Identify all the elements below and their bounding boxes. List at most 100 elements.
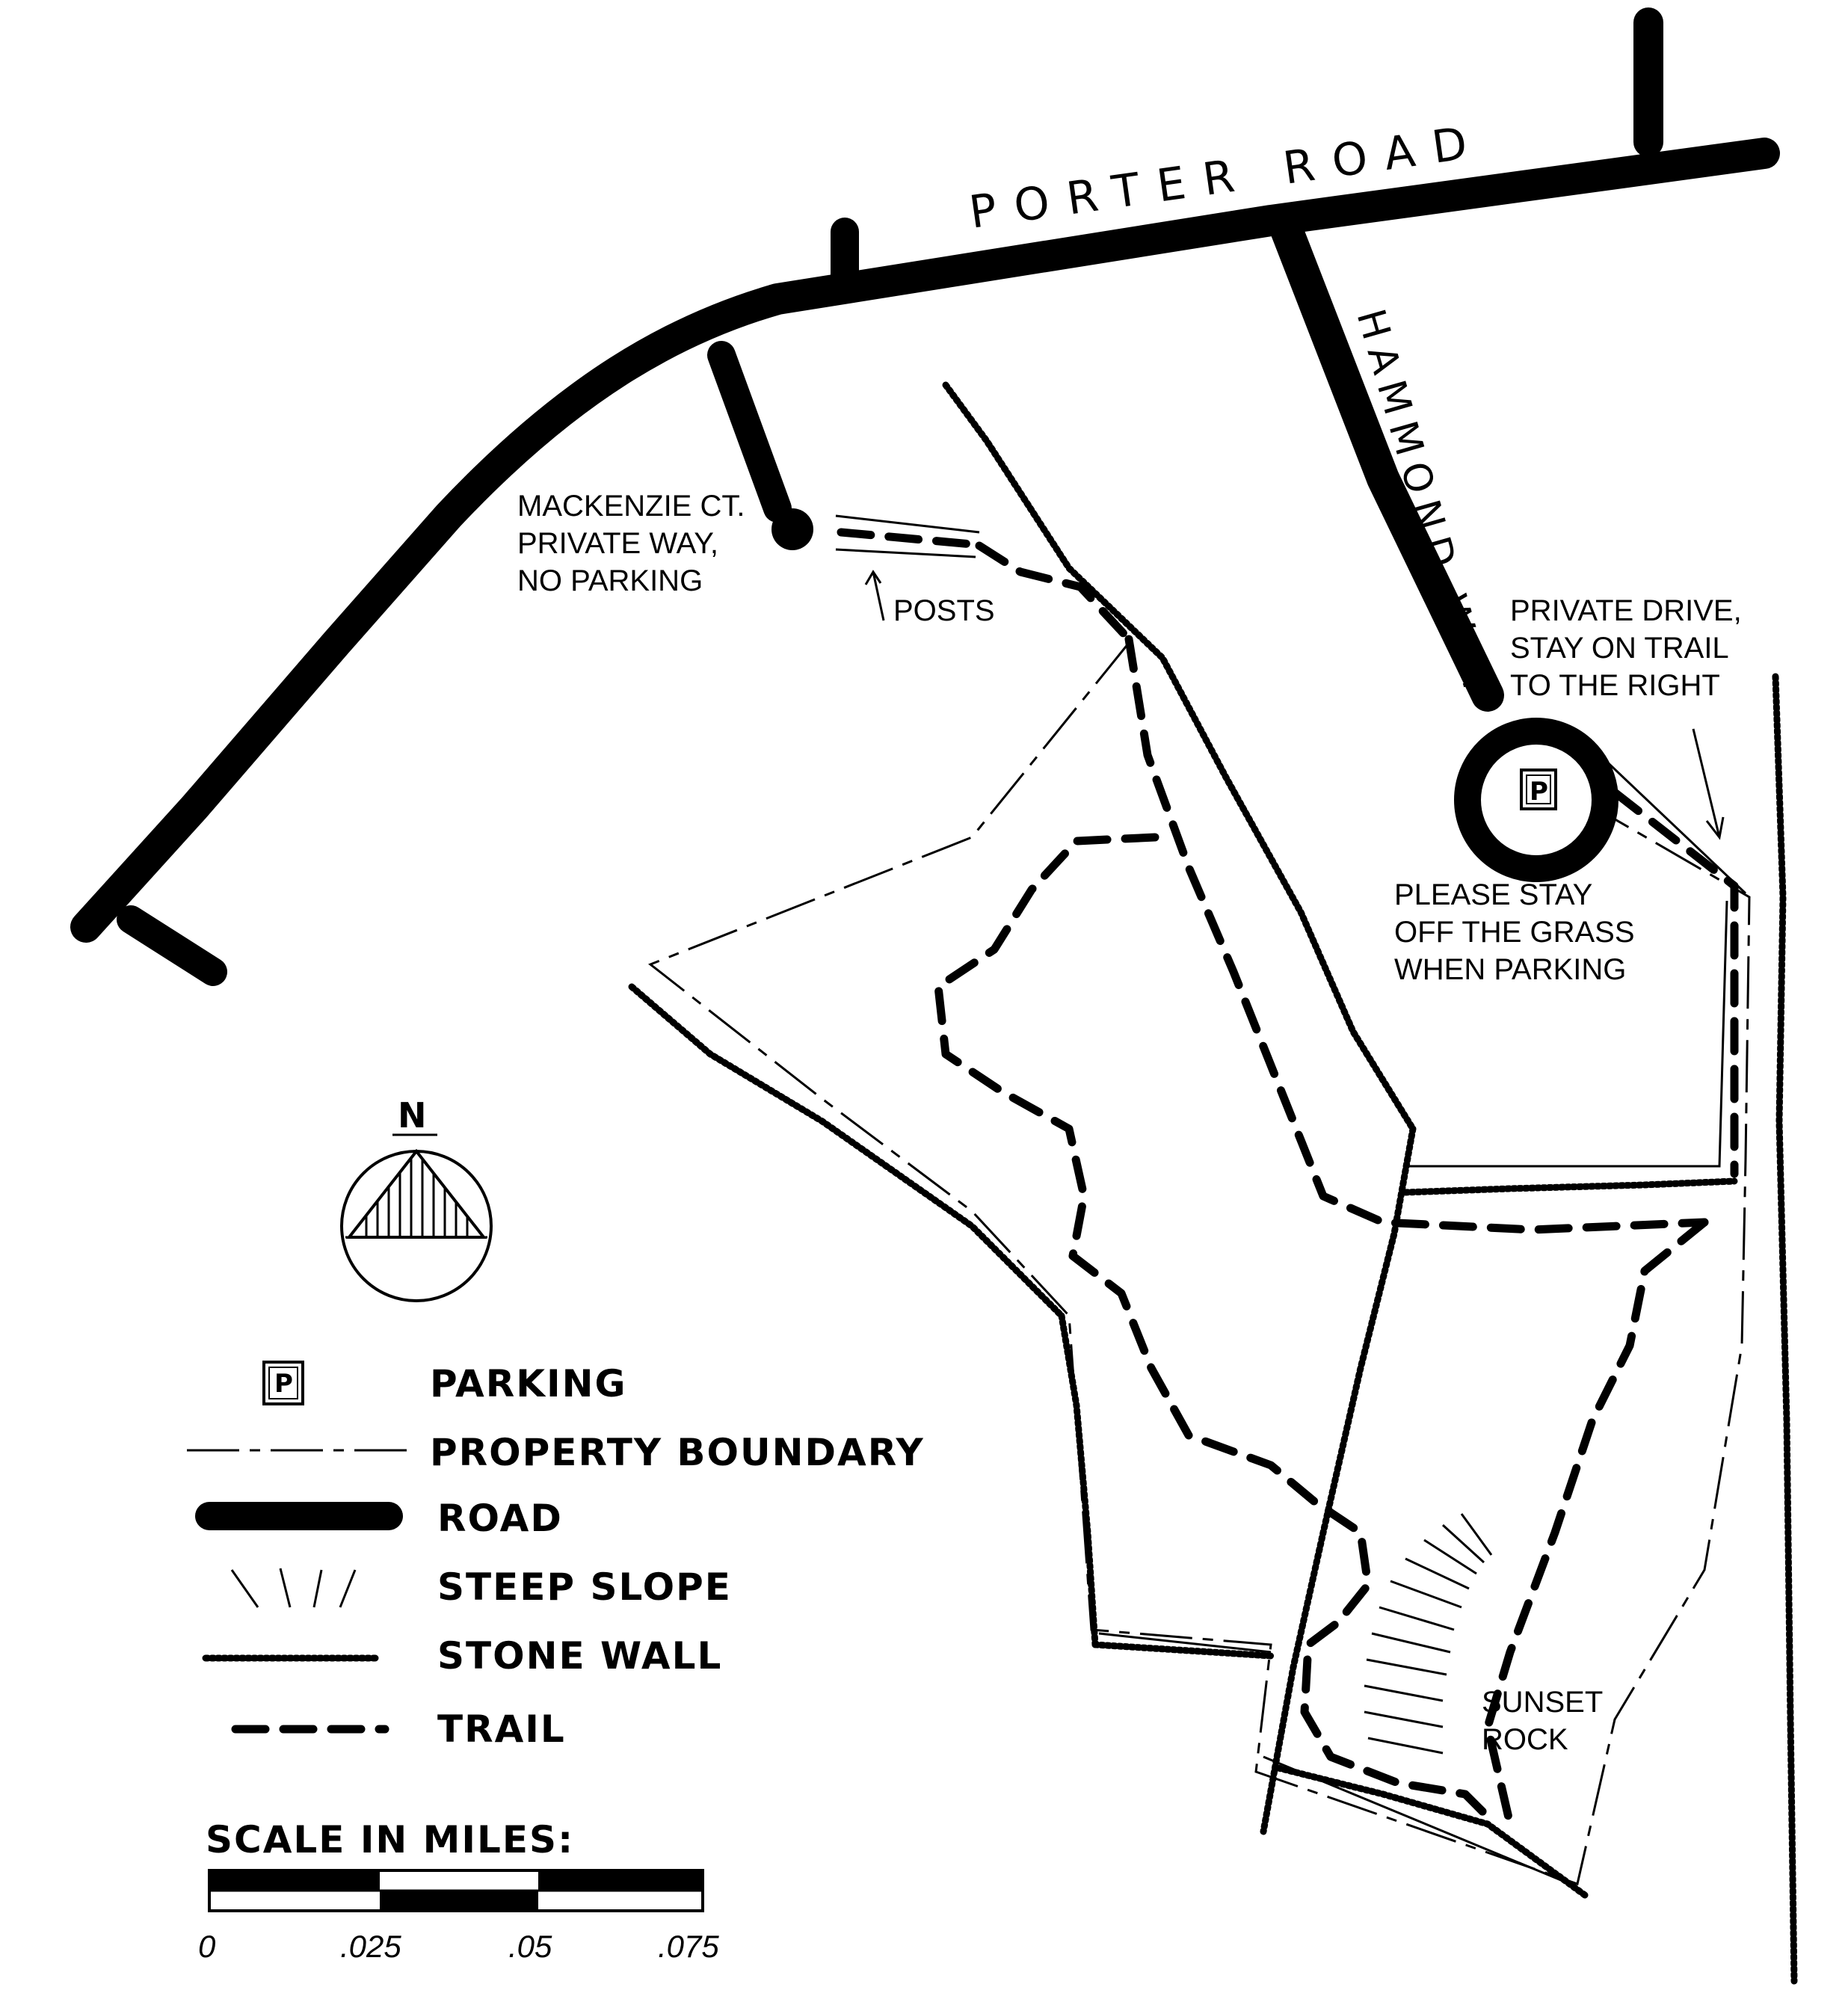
posts-arrowhead (864, 570, 882, 585)
note-private-drive: PRIVATE DRIVE, STAY ON TRAIL TO THE RIGH… (1510, 594, 1742, 702)
parking-icon-inner (1526, 774, 1551, 804)
legend-label-stone-wall: STONE WALL (437, 1634, 722, 1678)
legend-slope-hatch (230, 1569, 259, 1608)
porter-road[interactable] (70, 138, 1780, 943)
stone-wall-west-south (1058, 1312, 1099, 1648)
trail-main-east[interactable] (1124, 635, 1709, 1234)
stone-wall-middle-east-core (1405, 1180, 1735, 1194)
stone-wall-west (628, 983, 1065, 1319)
trail-private-drive[interactable] (1610, 788, 1739, 1178)
post-trail-segment (837, 528, 976, 549)
road-spur-west-end (117, 905, 227, 986)
private-drive-line (1598, 754, 1747, 895)
legend-item-property-boundary: PROPERTY BOUNDARY (187, 1431, 923, 1474)
slope-hatch (1460, 1513, 1493, 1556)
private-drive-arrow (1692, 728, 1721, 838)
steep-slope-sunset-rock (1364, 1513, 1493, 1755)
post-line-bottom (835, 548, 976, 558)
note-stay-off-grass-line-3: WHEN PARKING (1394, 953, 1626, 986)
north-label: N (398, 1095, 427, 1136)
compass-hatch (365, 1159, 469, 1237)
legend-label-steep-slope: STEEP SLOPE (437, 1565, 732, 1609)
scale-tick-025: .025 (340, 1929, 401, 1964)
note-sunset-rock-line-2: ROCK (1482, 1723, 1568, 1756)
legend-label-trail: TRAIL (437, 1707, 566, 1751)
note-stay-off-grass-line-2: OFF THE GRASS (1394, 916, 1635, 949)
slope-hatch (1390, 1580, 1462, 1609)
scale-segment-2-bottom (380, 1891, 538, 1911)
slope-hatch (1371, 1632, 1451, 1654)
trail-entrance[interactable] (975, 541, 1133, 644)
note-posts: POSTS (893, 594, 995, 627)
legend: P PARKING PROPERTY BOUNDARY ROAD STEEP S… (187, 1361, 923, 1751)
scale-segment-3-top (538, 1870, 703, 1891)
boundary-inner-east (1405, 900, 1728, 1168)
legend-item-trail: TRAIL (231, 1707, 566, 1751)
scale-segment-1-top (209, 1870, 380, 1891)
compass-circle (340, 1150, 493, 1302)
legend-slope-hatch (339, 1569, 357, 1608)
scale-tick-05: .05 (508, 1929, 552, 1964)
slope-hatch (1364, 1710, 1444, 1728)
stone-wall-northwest-core (944, 384, 1414, 1130)
stone-walls (628, 381, 1798, 1985)
posts-arrow (872, 571, 885, 621)
stone-wall-south-lower-core (1094, 1643, 1272, 1657)
slope-hatch (1405, 1557, 1470, 1590)
note-sunset-rock-line-1: SUNSET (1482, 1686, 1603, 1719)
scale-title: SCALE IN MILES: (206, 1818, 574, 1861)
mackenzie-ct-cul-de-sac (771, 508, 813, 550)
stone-wall-east-core (1774, 676, 1796, 1982)
legend-label-parking: PARKING (430, 1362, 627, 1405)
note-private-drive-line-1: PRIVATE DRIVE, (1510, 594, 1742, 627)
trail-east-connector[interactable] (1483, 1218, 1709, 1829)
property-boundary (648, 642, 1751, 1885)
legend-label-road: ROAD (437, 1497, 563, 1540)
north-arrow: N (340, 1095, 493, 1302)
note-mackenzie-line-3: NO PARKING (517, 564, 703, 597)
legend-slope-hatch (312, 1569, 323, 1608)
stone-wall-center (1260, 1125, 1417, 1835)
parking-letter: P (1530, 777, 1548, 807)
hammond-way-label: HAMMOND WAY (1348, 304, 1503, 708)
note-stay-off-grass: PLEASE STAY OFF THE GRASS WHEN PARKING (1394, 878, 1635, 986)
slope-hatch (1441, 1524, 1485, 1564)
boundary-south-center (1263, 1755, 1571, 1885)
scale-bar: SCALE IN MILES: 0 .025 .05 .075 (198, 1818, 719, 1964)
stone-wall-west-south-core (1060, 1315, 1097, 1645)
slope-hatch (1364, 1684, 1444, 1702)
legend-parking-icon (262, 1361, 304, 1405)
mackenzie-ct-road[interactable] (707, 341, 792, 523)
legend-item-road: ROAD (195, 1497, 563, 1540)
legend-item-stone-wall: STONE WALL (202, 1634, 722, 1678)
roads (70, 7, 1780, 986)
compass-triangle (345, 1148, 487, 1239)
note-sunset-rock: SUNSET ROCK (1482, 1686, 1603, 1756)
slope-hatch (1367, 1737, 1444, 1755)
scale-tick-0: 0 (198, 1929, 216, 1964)
slope-hatch (1379, 1606, 1455, 1631)
post-line-top (835, 514, 980, 534)
hammond-way-road[interactable] (1269, 212, 1504, 712)
parking-marker[interactable]: P (1520, 769, 1557, 810)
note-mackenzie: MACKENZIE CT. PRIVATE WAY, NO PARKING (517, 490, 745, 597)
trails (934, 541, 1739, 1829)
note-private-drive-line-3: TO THE RIGHT (1510, 669, 1720, 702)
legend-slope-hatch (279, 1568, 292, 1608)
property-boundary-line (648, 642, 1751, 1885)
stone-wall-south-core (1278, 1767, 1586, 1897)
private-drive-arrowhead (1705, 816, 1725, 840)
note-private-drive-line-2: STAY ON TRAIL (1510, 632, 1729, 665)
slope-hatch (1366, 1658, 1447, 1676)
scale-tick-075: .075 (658, 1929, 719, 1964)
stone-wall-center-core (1262, 1128, 1414, 1832)
slope-hatch (1423, 1539, 1477, 1575)
stone-wall-northwest (942, 381, 1417, 1133)
legend-item-parking: P PARKING (262, 1361, 627, 1405)
trail-loop-west[interactable] (934, 833, 1500, 1829)
legend-item-steep-slope: STEEP SLOPE (230, 1565, 732, 1609)
stone-wall-west-core (631, 985, 1063, 1317)
note-stay-off-grass-line-1: PLEASE STAY (1394, 878, 1592, 911)
boundary-southwest (1098, 1632, 1272, 1654)
